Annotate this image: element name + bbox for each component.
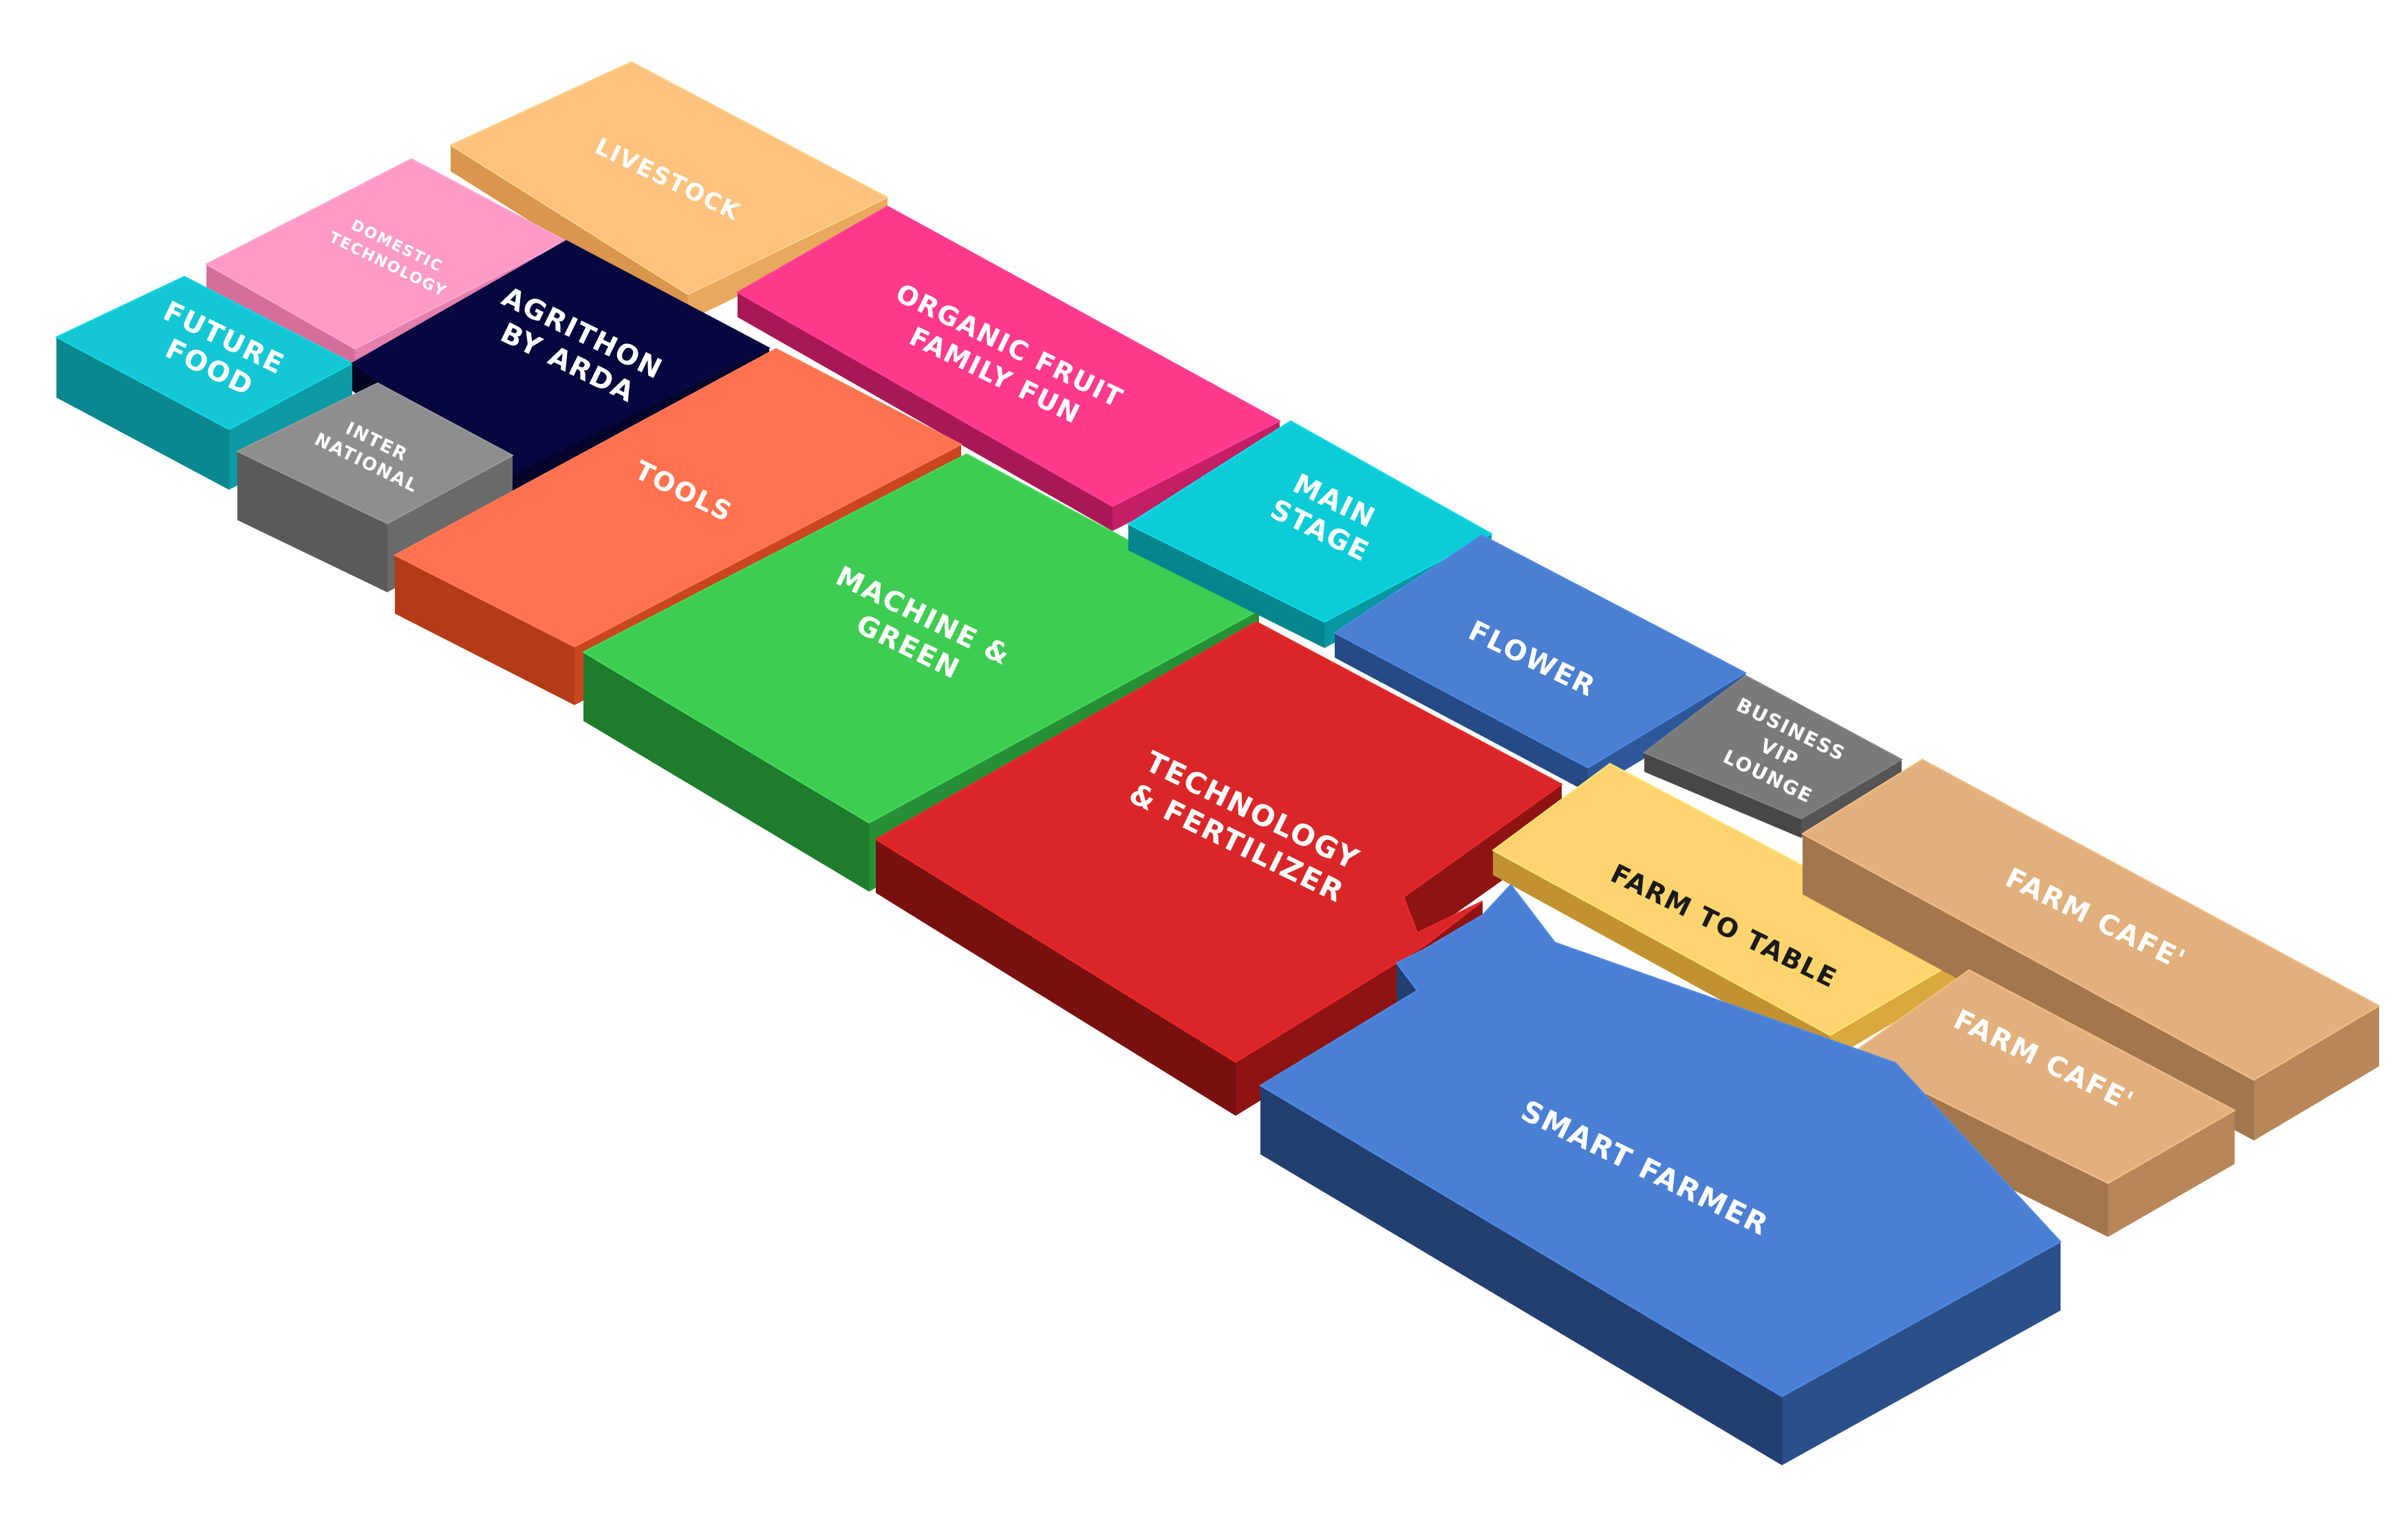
zone-side-face	[583, 652, 869, 892]
zone-business-vip-lounge[interactable]: BUSINESSVIPLOUNGE	[1643, 674, 1904, 838]
zone-top-face[interactable]	[1803, 759, 2379, 1080]
zone-side-face	[1493, 850, 1830, 1060]
zone-side-face	[1830, 953, 1969, 1060]
zone-top-face[interactable]	[738, 206, 1280, 506]
zone-side-face	[738, 292, 1112, 531]
zone-side-face	[1644, 753, 1801, 838]
zone-outline	[735, 205, 1282, 508]
zone-top-face[interactable]	[1849, 970, 2235, 1183]
zone-top-face[interactable]	[1260, 885, 2061, 1396]
zone-side-face	[1782, 1242, 2061, 1465]
zone-side-face	[56, 337, 229, 490]
zone-side-face	[1112, 421, 1280, 531]
zone-top-face[interactable]	[1493, 764, 1969, 1035]
zone-organic-fruit-family-fun[interactable]: ORGANIC FRUITFAMILY FUN	[735, 205, 1282, 531]
zone-top-face[interactable]	[352, 241, 769, 476]
zone-domestic-technology[interactable]: DOMESTICTECHNOLOGY	[204, 158, 568, 372]
zone-smart-farmer[interactable]: SMART FARMER	[1259, 883, 2062, 1465]
zone-side-face	[1128, 524, 1324, 648]
zone-side-face	[1588, 673, 1745, 792]
zone-outline	[449, 61, 890, 296]
zone-outline	[235, 382, 515, 525]
zone-top-face[interactable]	[56, 277, 352, 429]
zone-top-face[interactable]	[451, 62, 888, 294]
zone-outline	[1333, 534, 1748, 769]
zone-technology-and-fertilizer[interactable]: TECHNOLOGY& FERTILIZER	[874, 621, 1563, 1116]
zone-outline	[874, 621, 1563, 1064]
zone-flower[interactable]: FLOWER	[1333, 534, 1748, 792]
zone-side-face	[688, 197, 888, 321]
zone-side-face	[237, 451, 387, 592]
zone-side-face	[876, 839, 1236, 1116]
zone-top-face[interactable]	[1128, 421, 1492, 622]
zone-outline	[1848, 969, 2237, 1185]
zone-top-face[interactable]	[583, 454, 1259, 823]
zone-side-face	[395, 555, 574, 705]
zone-outline	[1126, 420, 1494, 623]
zone-side-face	[1335, 633, 1588, 792]
zone-side-face	[2254, 1006, 2379, 1141]
zone-side-face	[1404, 784, 1562, 951]
zone-outline	[393, 347, 963, 648]
zone-top-face[interactable]	[1644, 676, 1902, 819]
zone-top-face[interactable]	[1335, 535, 1745, 768]
zone-outline	[1801, 758, 2381, 1081]
zone-outline	[1643, 674, 1904, 820]
zone-top-face[interactable]	[206, 159, 566, 349]
zone-top-face[interactable]	[395, 349, 961, 647]
zone-side-face	[1260, 1086, 1782, 1465]
zone-outline	[1259, 883, 2062, 1398]
zone-side-face	[2108, 1110, 2235, 1237]
zone-top-face[interactable]	[876, 622, 1562, 1062]
